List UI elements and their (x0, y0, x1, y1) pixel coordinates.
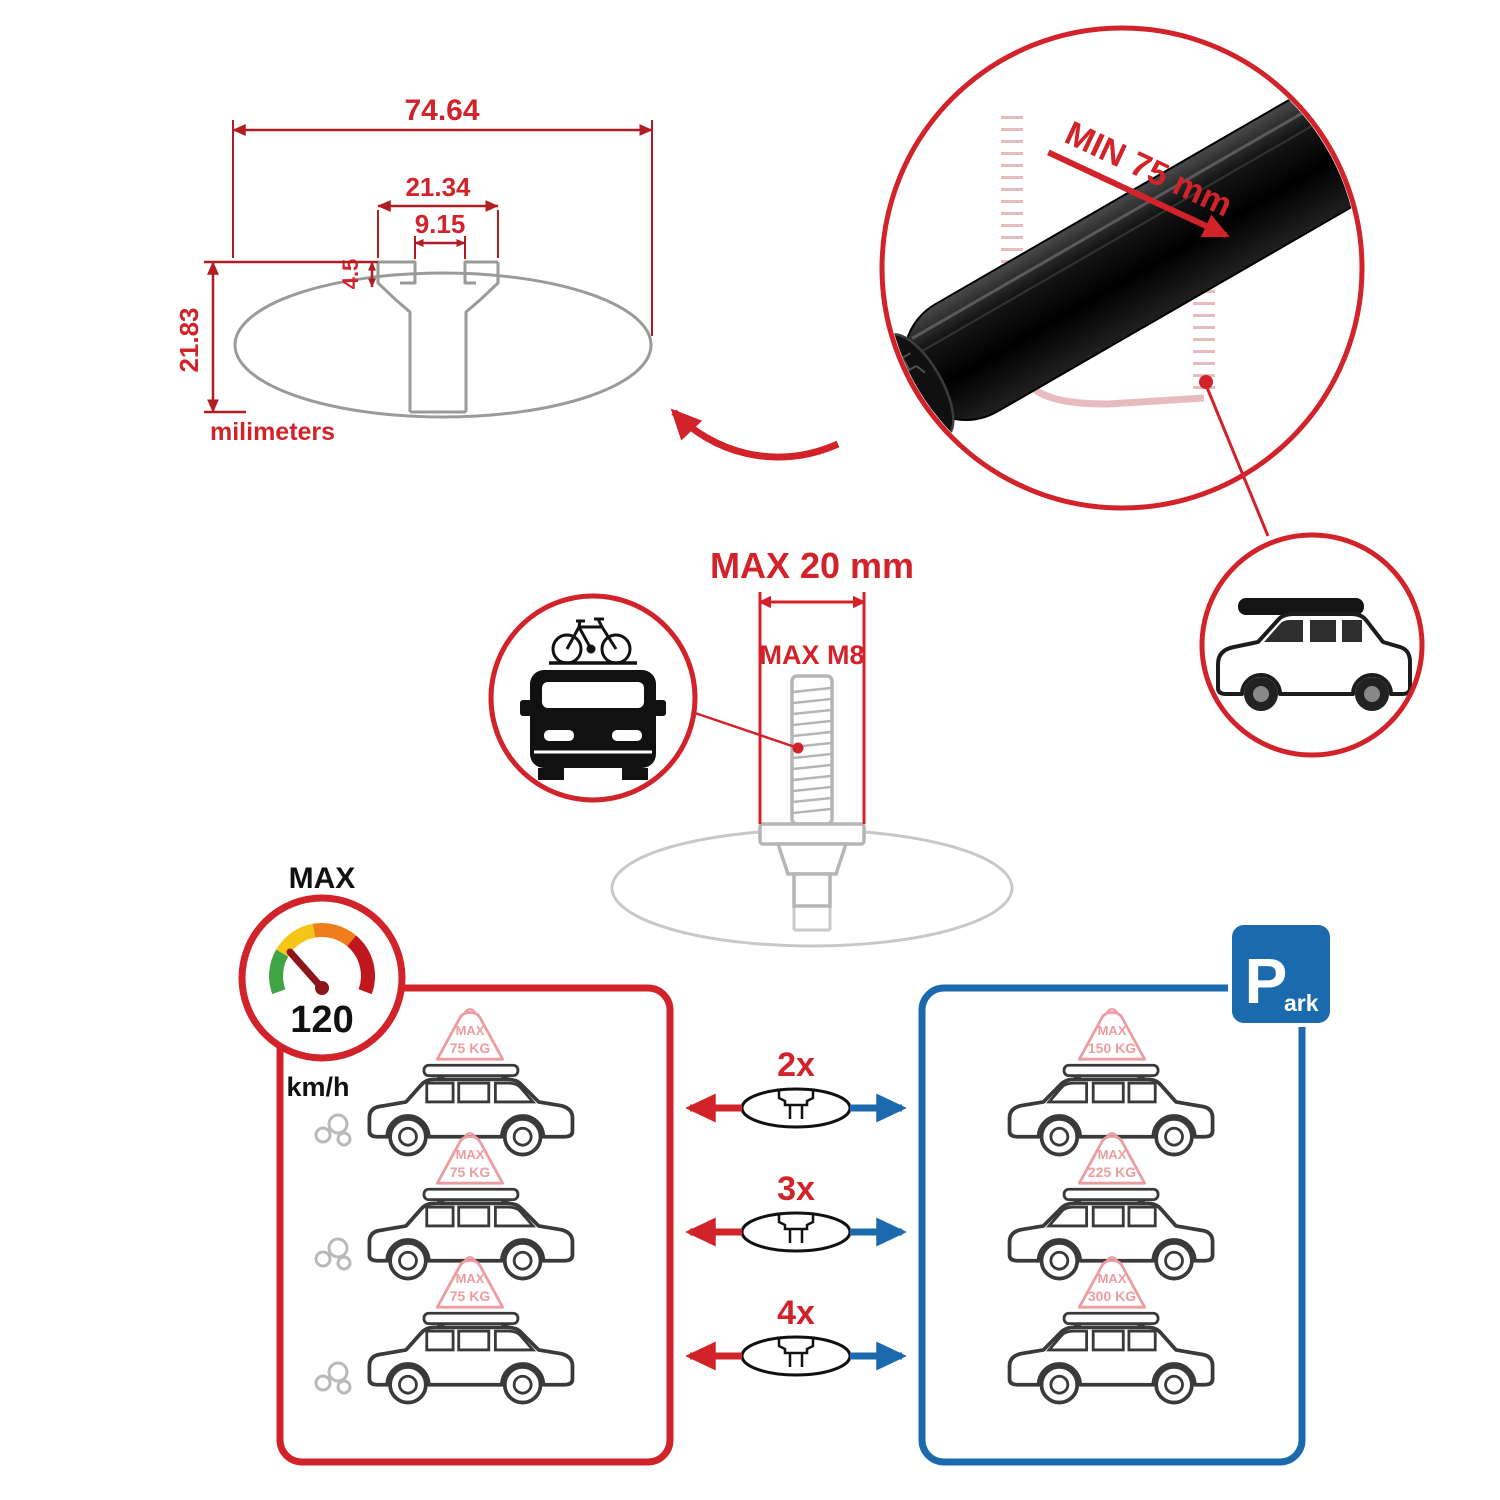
gauge-arcs (269, 923, 375, 995)
load-tag-load: 75 KG (450, 1164, 491, 1180)
suv-car (1007, 1311, 1215, 1405)
parked-panel (918, 984, 1306, 1466)
max-width-label: MAX 20 mm (710, 545, 914, 586)
load-tag-max: MAX (1098, 1023, 1127, 1038)
detail-circle-border (879, 25, 1365, 511)
bolt-threads (792, 686, 832, 815)
suv-circle-border (1199, 532, 1425, 758)
suv-car (367, 1311, 575, 1405)
gauge-pivot (315, 981, 329, 995)
tbolt-section: MAX 20 mm MAX M8 (610, 545, 1014, 948)
cross-section-drawing: 74.64 21.34 9.15 4.5 21.83 milimeters (174, 94, 653, 446)
suv-wheel-hub (1364, 686, 1380, 702)
t-bolt (758, 674, 866, 908)
motion-lines (314, 1237, 352, 1271)
driving-panel (276, 984, 674, 1466)
park-sign: P ark (1228, 921, 1334, 1027)
park-suffix: ark (1284, 990, 1319, 1016)
suv-roofbox-art (1216, 598, 1412, 711)
suv-window (1310, 620, 1336, 642)
bar-count-label: 4x (777, 1294, 815, 1332)
car-headlight (612, 730, 642, 741)
parked-car-row-1: MAX 150 KG (1007, 1007, 1215, 1157)
dim-slot-width-label: 9.15 (415, 209, 466, 239)
load-tag-load: 75 KG (450, 1040, 491, 1056)
leader-dot (792, 742, 804, 754)
leader-line (691, 710, 799, 750)
load-tag-max: MAX (1098, 1271, 1127, 1286)
speed-max-label: MAX (289, 862, 356, 895)
suv-windshield (1264, 620, 1303, 642)
bike-circle-border (488, 593, 698, 803)
load-tag-max: MAX (456, 1023, 485, 1038)
motion-lines (314, 1113, 352, 1147)
bolt-flange (758, 822, 866, 846)
load-tag-load: 75 KG (450, 1288, 491, 1304)
crossbar-count-icon (740, 1211, 852, 1253)
unit-label: milimeters (210, 418, 335, 446)
driving-car-row-2: MAX 75 KG (314, 1131, 575, 1281)
motion-lines (314, 1361, 352, 1395)
roof-box (1238, 598, 1364, 615)
min-span-arrow (1047, 149, 1230, 238)
load-tag-max: MAX (456, 1147, 485, 1162)
suv-window (1342, 620, 1362, 642)
speed-gauge-circle (238, 894, 406, 1062)
park-sign-box (1228, 921, 1334, 1027)
speed-value: 120 (290, 999, 353, 1041)
t-slot-profile (376, 260, 500, 414)
speed-unit: km/h (286, 1072, 349, 1102)
max-thread-label: MAX M8 (759, 640, 864, 670)
bar-count-label: 3x (777, 1170, 815, 1208)
load-tag-max: MAX (1098, 1147, 1127, 1162)
parked-car-row-2: MAX 225 KG (1007, 1131, 1215, 1281)
gauge-needle (286, 948, 326, 992)
bolt-stem (792, 872, 832, 908)
car-wheel (622, 768, 648, 780)
car-wheel (538, 768, 564, 780)
circle-connector-line (1204, 384, 1270, 537)
clamp-point-dot (1199, 375, 1213, 389)
dim-lip-height-label: 4.5 (338, 259, 363, 290)
driving-car-row-1: MAX 75 KG (314, 1007, 575, 1157)
car-headlight (544, 730, 574, 741)
car-mirror (520, 700, 532, 716)
crossbar-detail-circle: MIN 75 mm (879, 25, 1365, 511)
dim-total-width-label: 74.64 (404, 94, 479, 127)
car-mirror (654, 700, 666, 716)
driving-car-row-3: MAX 75 KG (314, 1255, 575, 1405)
dim-total-height-label: 21.83 (174, 307, 204, 372)
detail-pointer-arrow (670, 408, 840, 461)
car-windshield (542, 682, 644, 708)
bike-car-circle (488, 593, 698, 803)
bolt-cone (775, 842, 849, 876)
bar-count-label: 2x (777, 1046, 815, 1084)
parked-car-row-3: MAX 300 KG (1007, 1255, 1215, 1405)
suv-wheel-hub (1253, 686, 1269, 702)
load-tag-load: 225 KG (1088, 1164, 1136, 1180)
dim-channel-width-label: 21.34 (405, 172, 471, 202)
load-tag-max: MAX (456, 1271, 485, 1286)
bike-art (549, 617, 637, 665)
crossbar-count-icon (740, 1335, 852, 1377)
load-tag-load: 300 KG (1088, 1288, 1136, 1304)
park-letter: P (1245, 945, 1288, 1017)
bar-profile-ellipse (233, 271, 653, 419)
load-tag-load: 150 KG (1088, 1040, 1136, 1056)
crossbar-count-icon (740, 1087, 852, 1129)
suv-roofbox-circle (1199, 532, 1425, 758)
speed-limit-badge: MAX 120 km/h (238, 862, 406, 1102)
car-front-art (520, 670, 666, 780)
